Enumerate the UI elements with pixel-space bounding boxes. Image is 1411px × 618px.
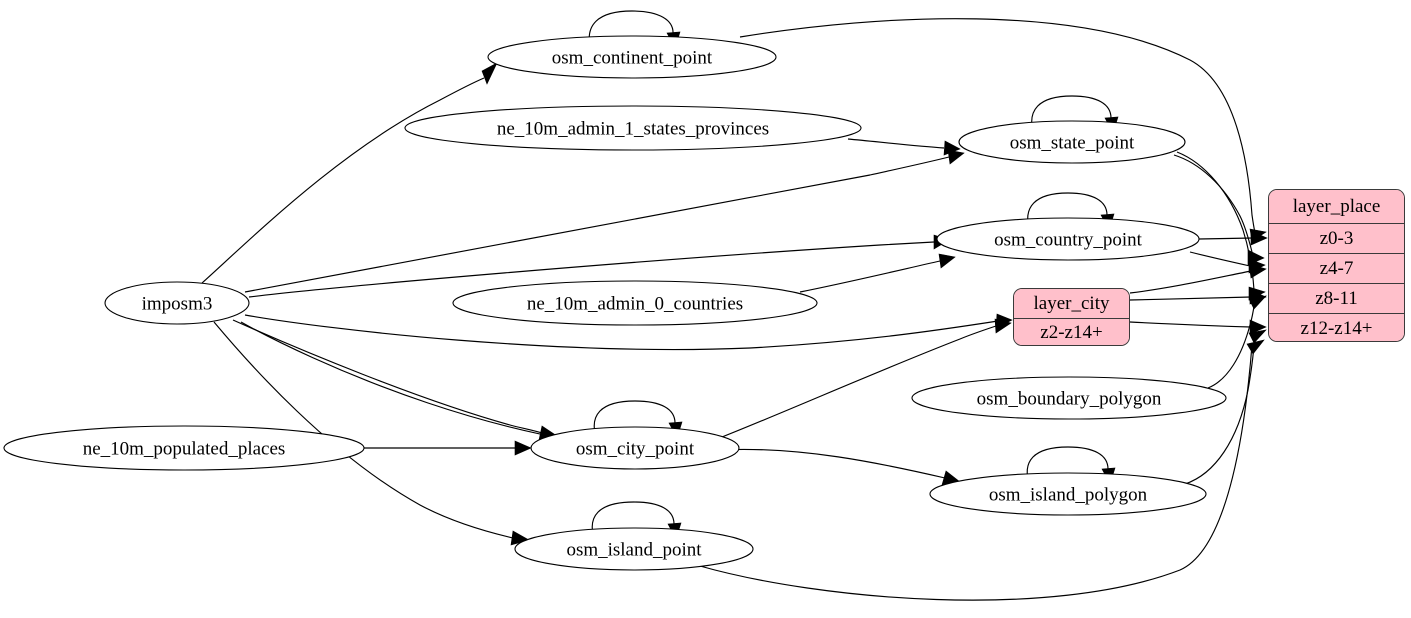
edge-imposm3-layer_city <box>244 314 999 351</box>
arrow-head <box>947 149 965 165</box>
node-shape[interactable] <box>936 217 1200 261</box>
node-label: osm_city_point <box>576 439 695 460</box>
edge-osm_island_point-layer_place-z12_z14 <box>699 344 1253 601</box>
edge-layer_city-layer_place-z4_7 <box>1129 270 1252 294</box>
self-loop-osm_state_point <box>1031 95 1112 136</box>
node-label: ne_10m_admin_0_countries <box>527 294 743 315</box>
self-loop-osm_country_point <box>1027 192 1108 233</box>
node-shape[interactable] <box>514 527 754 571</box>
node-osm_island_point[interactable]: osm_island_point <box>514 527 754 571</box>
record-row-layer-city-title[interactable]: layer_city <box>1014 289 1129 318</box>
node-shape[interactable] <box>104 281 250 325</box>
node-osm_city_point[interactable]: osm_city_point <box>530 426 740 470</box>
arrow-head <box>938 253 956 269</box>
node-shape[interactable] <box>958 120 1186 164</box>
arrow-head <box>943 140 961 156</box>
node-label: osm_boundary_polygon <box>977 389 1162 410</box>
arrow-head <box>514 440 532 456</box>
node-shape[interactable] <box>487 35 777 79</box>
node-shape[interactable] <box>3 425 365 471</box>
node-ne_10m_admin_0_countries[interactable]: ne_10m_admin_0_countries <box>452 280 818 326</box>
node-shape[interactable] <box>530 426 740 470</box>
node-shape[interactable] <box>911 376 1227 420</box>
record-row-z12-z14plus[interactable]: z12-z14+ <box>1269 313 1404 341</box>
edge-ne_10m_admin_0_countries-osm_country_point <box>799 260 941 293</box>
arrow-head <box>1248 295 1267 310</box>
record-row-layer-place-title[interactable]: layer_place <box>1269 190 1404 223</box>
edge-ne_10m_admin_1_states_provinces-osm_state_point <box>847 138 945 149</box>
node-label: osm_island_polygon <box>989 485 1148 506</box>
edge-imposm3-osm_city_point <box>232 319 543 434</box>
edge-layer_city-layer_place-z12_z14 <box>1129 321 1252 328</box>
arrow-head <box>1248 329 1267 344</box>
edge-layer_city-layer_place-z8_11 <box>1129 296 1252 301</box>
node-label: ne_10m_admin_1_states_provinces <box>497 119 769 140</box>
arrow-head <box>1248 263 1267 279</box>
self-loop-osm_continent_point <box>588 10 674 51</box>
node-imposm3[interactable]: imposm3 <box>104 281 250 325</box>
edge-osm_city_point-layer_city <box>721 325 997 438</box>
node-layer: imposm3 osm_continent_point ne_10m_admin… <box>3 35 1227 571</box>
node-osm_boundary_polygon[interactable]: osm_boundary_polygon <box>911 376 1227 420</box>
self-loop-osm_island_point <box>591 501 675 542</box>
node-ne_10m_populated_places[interactable]: ne_10m_populated_places <box>3 425 365 471</box>
node-osm_state_point[interactable]: osm_state_point <box>958 120 1186 164</box>
arrow-head <box>481 62 498 85</box>
node-shape[interactable] <box>404 105 862 151</box>
arrow-head <box>994 318 1012 334</box>
record-node-layer-city[interactable]: layer_city z2-z14+ <box>1013 288 1130 346</box>
record-row-z8-11[interactable]: z8-11 <box>1269 283 1404 313</box>
self-loop-osm_city_point <box>593 400 676 441</box>
edge-imposm3-osm_country_point <box>248 241 935 298</box>
node-label: ne_10m_populated_places <box>83 439 286 460</box>
edge-osm_country_point-layer_place-z4_7 <box>1189 251 1251 267</box>
record-row-z4-7[interactable]: z4-7 <box>1269 253 1404 283</box>
node-osm_continent_point[interactable]: osm_continent_point <box>487 35 777 79</box>
node-shape[interactable] <box>929 472 1207 516</box>
node-label: imposm3 <box>142 294 213 315</box>
edge-osm_state_point-layer_place-z4_7 <box>1173 154 1253 253</box>
node-label: osm_island_point <box>566 540 702 561</box>
self-loop-osm_island_polygon <box>1026 446 1109 487</box>
node-label: osm_country_point <box>994 230 1142 251</box>
edge-layer <box>201 10 1268 601</box>
edge-imposm3-osm_continent_point <box>201 77 485 284</box>
node-ne_10m_admin_1_states_provinces[interactable]: ne_10m_admin_1_states_provinces <box>404 105 862 151</box>
edge-osm_continent_point-layer_place-z0_3 <box>739 18 1256 234</box>
record-row-z0-3[interactable]: z0-3 <box>1269 223 1404 253</box>
node-shape[interactable] <box>452 280 818 326</box>
edge-imposm3-osm_island_point <box>213 321 514 539</box>
arrow-head <box>1250 230 1268 246</box>
edge-osm_country_point-layer_place-z0_3 <box>1198 237 1254 240</box>
node-osm_island_polygon[interactable]: osm_island_polygon <box>929 472 1207 516</box>
arrow-head <box>1246 339 1265 355</box>
node-label: osm_continent_point <box>552 48 713 69</box>
node-label: osm_state_point <box>1010 133 1135 154</box>
record-node-layer-place[interactable]: layer_place z0-3 z4-7 z8-11 z12-z14+ <box>1268 189 1405 342</box>
edge-imposm3-osm_state_point <box>244 156 950 293</box>
node-osm_country_point[interactable]: osm_country_point <box>936 217 1200 261</box>
record-row-z2-z14plus[interactable]: z2-z14+ <box>1014 318 1129 345</box>
